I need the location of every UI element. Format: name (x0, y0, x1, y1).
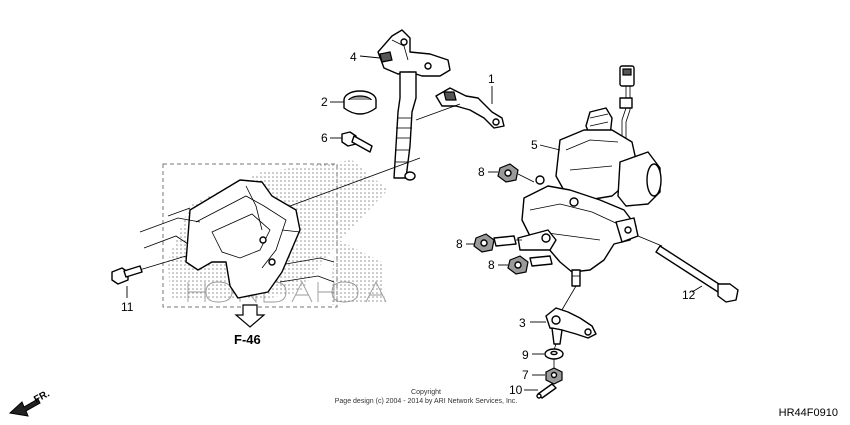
reference-arrow (234, 304, 266, 328)
callout-2: 2 (321, 95, 328, 109)
callout-6: 6 (321, 131, 328, 145)
part-nut-8-lower (507, 255, 553, 275)
callout-9: 9 (522, 348, 529, 362)
callout-1: 1 (488, 72, 495, 86)
copyright-line-1: Copyright (411, 389, 441, 396)
callout-8-middle: 8 (456, 237, 463, 251)
part-clamp-1 (415, 87, 505, 129)
callout-11: 11 (121, 300, 134, 314)
callout-10: 10 (509, 383, 523, 397)
part-cotter-pin-10 (536, 383, 557, 399)
part-bolt-12 (637, 235, 739, 303)
callout-7: 7 (522, 368, 529, 382)
callout-8-upper: 8 (478, 165, 485, 179)
part-eps-unit-5 (517, 65, 662, 287)
part-steering-shaft (377, 29, 451, 181)
part-seal-2 (343, 90, 377, 115)
callout-8-lower: 8 (488, 258, 495, 272)
figure-id: HR44F0910 (779, 407, 838, 419)
callout-12: 12 (682, 288, 696, 302)
part-bolt-11 (111, 255, 187, 285)
part-arm-3 (545, 307, 597, 345)
frame-reference-area (139, 160, 388, 308)
reference-label-f46: F-46 (234, 332, 261, 347)
part-nut-7 (545, 367, 563, 385)
callout-4: 4 (350, 50, 357, 64)
part-nut-8-middle (473, 233, 522, 253)
part-nut-8-upper (497, 163, 535, 183)
callout-5: 5 (531, 138, 538, 152)
direction-label: FR. (32, 388, 52, 405)
direction-indicator: FR. (8, 388, 52, 417)
copyright-line-2: Page design (c) 2004 - 2014 by ARI Netwo… (335, 398, 518, 405)
part-bolt-6 (341, 131, 373, 153)
part-washer-9 (544, 348, 564, 360)
callout-3: 3 (519, 316, 526, 330)
